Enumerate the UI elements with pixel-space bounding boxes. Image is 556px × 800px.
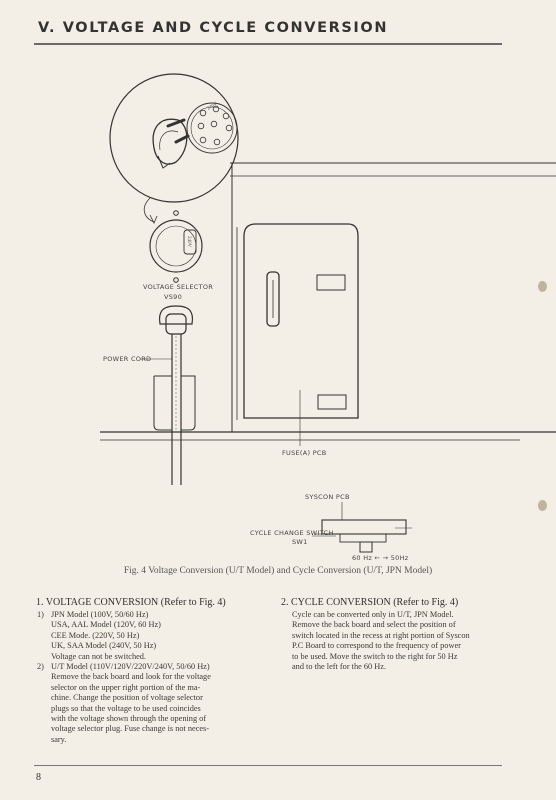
text-line: plugs so that the voltage to be used coi… [51, 703, 201, 713]
cycle-change-switch-label: CYCLE CHANGE SWITCH [250, 529, 334, 537]
cycle-conversion-heading: 2. CYCLE CONVERSION (Refer to Fig. 4) [281, 597, 459, 608]
binder-hole [538, 281, 547, 292]
title-underline [34, 43, 502, 45]
voltage-conversion-section: 1. VOLTAGE CONVERSION (Refer to Fig. 4) … [36, 597, 271, 745]
text-line: CEE Mode. (220V, 50 Hz) [51, 630, 140, 640]
text-line: selector on the upper right portion of t… [51, 682, 201, 692]
power-cord-label: POWER CORD [103, 355, 152, 363]
section-title: V. VOLTAGE AND CYCLE CONVERSION [38, 20, 389, 36]
power-cord [140, 305, 196, 485]
text-line: Remove the back board and select the pos… [292, 620, 456, 630]
figure-4-diagram: 240V 240V [0, 50, 556, 565]
text-line: UK, SAA Model (240V, 50 Hz) [51, 641, 157, 651]
syscon-pcb [312, 502, 412, 553]
text-line: Cycle can be converted only in U/T, JPN … [292, 610, 454, 619]
voltage-item-1: 1) JPN Model (100V, 50/60 Hz) USA, AAL M… [36, 610, 271, 662]
text-line: with the voltage shown through the openi… [51, 714, 207, 724]
svg-text:240V: 240V [207, 102, 219, 112]
item-number: 1) [37, 610, 44, 619]
voltage-selector-knob: 240V [149, 219, 203, 283]
text-line: Voltage can not be switched. [51, 651, 147, 661]
text-line: P.C Board to correspond to the frequency… [292, 641, 461, 651]
voltage-conversion-heading: 1. VOLTAGE CONVERSION (Refer to Fig. 4) [36, 597, 226, 608]
vs90-label: VS90 [164, 293, 183, 301]
text-line: sary. [51, 734, 67, 744]
text-line: USA, AAL Model (120V, 60 Hz) [51, 620, 161, 630]
text-line: U/T Model (110V/120V/220V/240V, 50/60 Hz… [51, 662, 210, 672]
text-line: and to the left for the 60 Hz. [292, 662, 387, 672]
footer-rule [34, 765, 502, 766]
magnified-plug-view: 240V [109, 73, 239, 203]
fuse-pcb-label: FUSE(A) PCB [282, 449, 327, 457]
voltage-item-2: 2) U/T Model (110V/120V/220V/240V, 50/60… [36, 662, 271, 745]
hz-direction-label: 60 Hz ← → 50Hz [352, 554, 409, 562]
page-number: 8 [36, 772, 41, 783]
text-line: switch located in the recess at right po… [292, 630, 470, 640]
text-line: voltage selector plug. Fuse change is no… [51, 724, 210, 734]
binder-hole [538, 500, 547, 511]
text-line: JPN Model (100V, 50/60 Hz) [51, 610, 149, 619]
voltage-selector-label: VOLTAGE SELECTOR [143, 283, 214, 291]
syscon-pcb-label: SYSCON PCB [305, 493, 350, 501]
text-line: Remove the back board and look for the v… [51, 672, 211, 682]
chassis-outline [100, 162, 556, 441]
text-line: chine. Change the position of voltage se… [51, 693, 203, 703]
sw1-label: SW1 [292, 538, 308, 546]
item-number: 2) [37, 662, 44, 672]
diagram-svg: 240V 240V [100, 73, 556, 553]
cycle-conversion-section: 2. CYCLE CONVERSION (Refer to Fig. 4) Cy… [281, 597, 503, 672]
figure-caption: Fig. 4 Voltage Conversion (U/T Model) an… [123, 566, 433, 576]
fuse-pcb [236, 223, 359, 446]
svg-text:240V: 240V [186, 236, 191, 248]
text-line: to be used. Move the switch to the right… [292, 651, 458, 661]
